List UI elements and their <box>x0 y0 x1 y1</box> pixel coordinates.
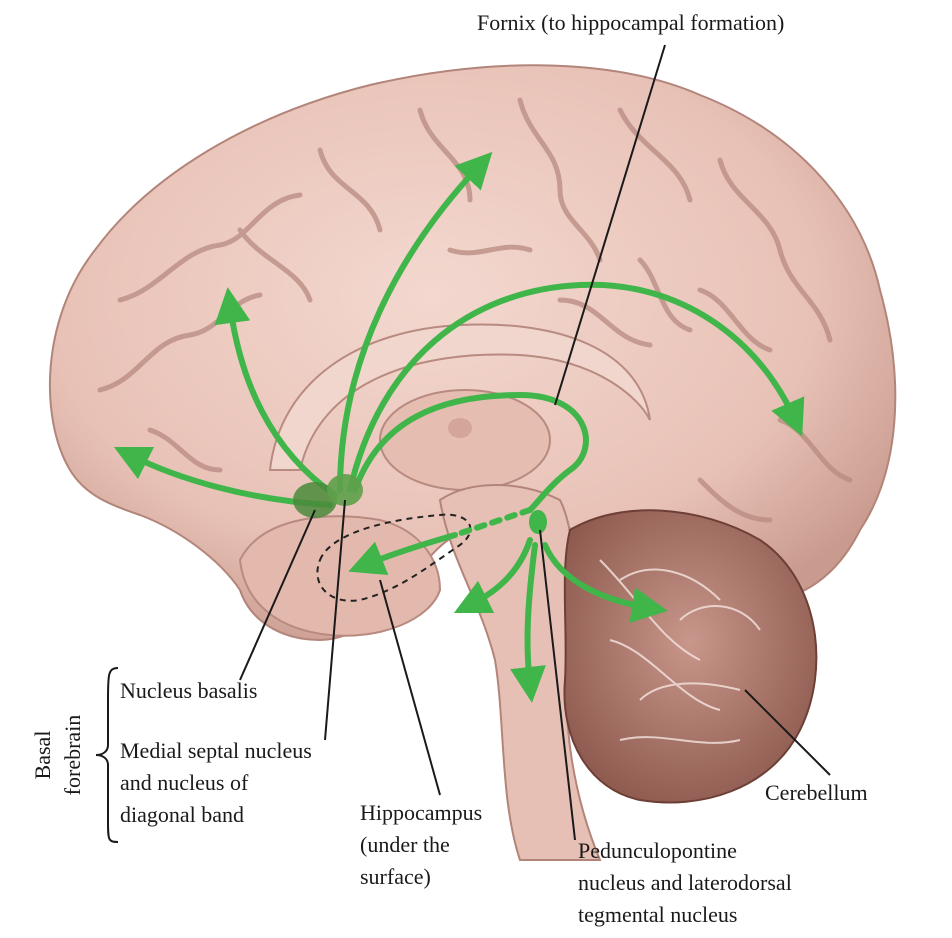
label-basal: Basal <box>30 731 55 780</box>
pathway-fornix <box>352 391 589 513</box>
basal-forebrain-brace <box>95 667 119 843</box>
hippocampus-outline <box>316 513 472 602</box>
leader-lines <box>239 44 831 841</box>
pathway-hippocampus-dotted <box>452 507 533 538</box>
label-medial-septal-3: diagonal band <box>120 802 244 827</box>
pathway-to-cerebellum <box>542 542 668 623</box>
label-pedunculopontine-2: nucleus and laterodorsal <box>578 870 792 895</box>
label-pedunculopontine-3: tegmental nucleus <box>578 902 737 927</box>
label-pedunculopontine-1: Pedunculopontine <box>578 838 737 863</box>
label-hippocampus-3: surface) <box>360 864 431 889</box>
cerebellum <box>563 509 818 804</box>
thalamus <box>379 389 551 491</box>
pathway-to-hippocampus <box>348 532 458 576</box>
pedunculopontine-mark <box>529 510 547 534</box>
label-nucleus-basalis: Nucleus basalis <box>120 678 257 703</box>
label-medial-septal-2: and nucleus of <box>120 770 249 795</box>
nuclei <box>293 474 547 534</box>
label-fornix: Fornix (to hippocampal formation) <box>477 10 784 35</box>
pathway-cingulate <box>347 281 805 493</box>
pathway-frontal-dorsal <box>214 287 338 498</box>
nucleus-basalis-mark <box>293 482 337 518</box>
label-forebrain: forebrain <box>60 715 85 796</box>
pathway-brainstem-down <box>510 542 546 703</box>
pathway-brainstem-left <box>453 537 533 614</box>
label-hippocampus-2: (under the <box>360 832 450 857</box>
pathway-superior <box>337 151 493 493</box>
label-medial-septal-1: Medial septal nucleus <box>120 738 312 763</box>
label-cerebellum: Cerebellum <box>765 780 868 805</box>
label-hippocampus-1: Hippocampus <box>360 800 482 825</box>
medial-septal-mark <box>327 474 363 506</box>
